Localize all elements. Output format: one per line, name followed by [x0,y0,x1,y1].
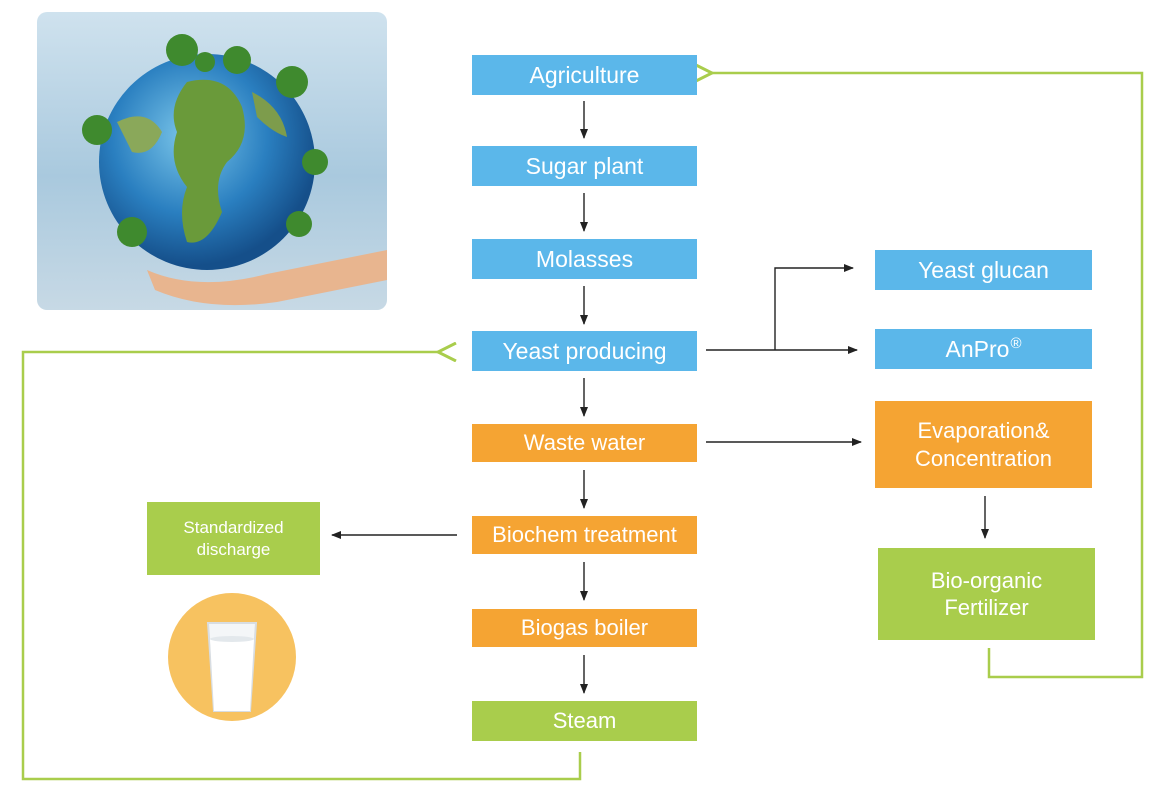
recycle-fertilizer-to-agriculture [712,73,1144,679]
node-sugar-plant: Sugar plant [472,146,697,186]
node-label: Waste water [523,430,646,456]
registered-mark: ® [1010,335,1022,353]
node-biogas-boiler: Biogas boiler [472,609,697,647]
node-label: Standardized discharge [183,518,284,559]
node-anpro: AnPro® [875,329,1092,369]
node-molasses: Molasses [472,239,697,279]
node-yeast-glucan: Yeast glucan [875,250,1092,290]
node-agriculture: Agriculture [472,55,697,95]
node-label: Biochem treatment [492,522,677,548]
node-label: Molasses [535,245,634,272]
node-label: Sugar plant [525,152,644,179]
node-label: Biogas boiler [520,615,649,641]
node-label: Agriculture [529,61,640,88]
node-label: Steam [552,708,617,734]
earth-globe-image [37,12,387,310]
node-label: Yeast glucan [918,256,1049,283]
node-standardized-discharge: Standardized discharge [147,502,320,575]
glass-of-water-image [168,593,296,721]
node-label: AnPro® [945,335,1022,362]
node-yeast-producing: Yeast producing [472,331,697,371]
node-label: Yeast producing [502,337,667,364]
node-bio-organic-fertilizer: Bio-organic Fertilizer [878,548,1095,640]
node-evaporation-concentration: Evaporation& Concentration [875,401,1092,488]
node-waste-water: Waste water [472,424,697,462]
node-label: Evaporation& Concentration [915,418,1052,471]
recycle-steam-to-yeast [21,352,582,781]
node-biochem-treatment: Biochem treatment [472,516,697,554]
node-label: Bio-organic Fertilizer [930,567,1043,621]
arrow-yeast-glucan [774,264,854,350]
node-steam: Steam [472,701,697,741]
